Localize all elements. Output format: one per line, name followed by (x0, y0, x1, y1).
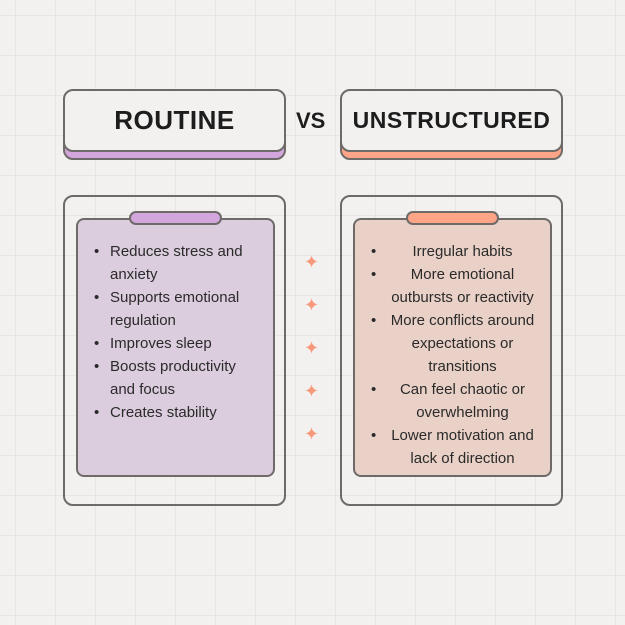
unstructured-title: UNSTRUCTURED (340, 89, 563, 152)
unstructured-panel: Irregular habitsMore emotional outbursts… (353, 218, 552, 477)
list-item: Supports emotional regulation (88, 286, 265, 332)
routine-card: Reduces stress and anxietySupports emoti… (63, 195, 286, 506)
clip-tab (406, 211, 499, 225)
routine-header: ROUTINE (63, 89, 286, 160)
list-item: Irregular habits (365, 240, 542, 263)
routine-title: ROUTINE (63, 89, 286, 152)
unstructured-header: UNSTRUCTURED (340, 89, 563, 160)
list-item: More emotional outbursts or reactivity (365, 263, 542, 309)
list-item: Lower motivation and lack of direction (365, 424, 542, 470)
list-item: Can feel chaotic or overwhelming (365, 378, 542, 424)
list-item: Improves sleep (88, 332, 265, 355)
vs-label: VS (296, 108, 326, 133)
sparkle-icon: ✦ (304, 295, 320, 315)
list-item: Reduces stress and anxiety (88, 240, 265, 286)
list-item: More conflicts around expectations or tr… (365, 309, 542, 378)
list-item: Boosts productivity and focus (88, 355, 265, 401)
unstructured-card: Irregular habitsMore emotional outbursts… (340, 195, 563, 506)
sparkle-icon: ✦ (304, 381, 320, 401)
sparkle-icon: ✦ (304, 424, 320, 444)
list-item: Creates stability (88, 401, 265, 424)
clip-tab (129, 211, 222, 225)
sparkle-icon: ✦ (304, 338, 320, 358)
sparkle-icon: ✦ (304, 252, 320, 272)
routine-panel: Reduces stress and anxietySupports emoti… (76, 218, 275, 477)
